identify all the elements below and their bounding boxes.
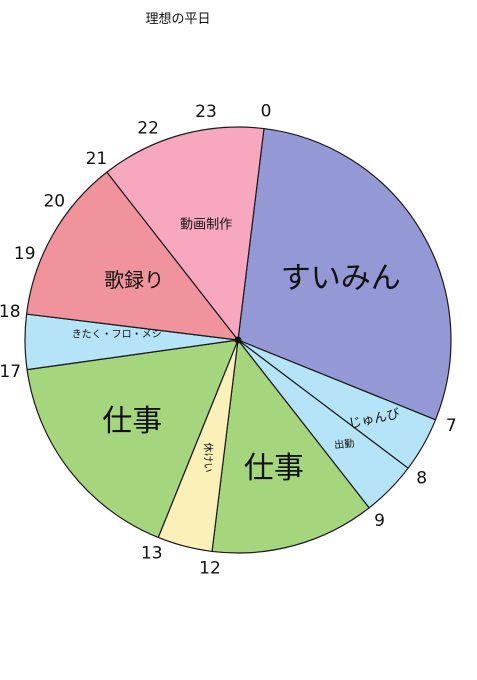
hour-labels: 0 7 8 9 12 13 17 18 19 20 21 22 23	[0, 102, 457, 579]
slice-label-commute: 出勤	[334, 436, 355, 451]
hour-label-0: 0	[261, 102, 272, 122]
slice-label-singing: 歌録り	[104, 268, 164, 292]
slice-label-work_pm: 仕事	[102, 404, 162, 439]
chart-title: 理想の平日	[145, 11, 210, 27]
hour-label-20: 20	[43, 192, 65, 212]
slice-label-sleep: すいみん	[281, 261, 401, 296]
hour-label-22: 22	[137, 118, 159, 138]
slice-label-home: きたく・フロ・メシ	[72, 329, 162, 341]
hour-label-18: 18	[0, 302, 21, 322]
pie-slices	[24, 126, 452, 554]
pie-slice-work_am	[211, 339, 370, 554]
slice-label-video: 動画制作	[180, 218, 232, 233]
hour-label-21: 21	[86, 149, 108, 169]
slice-label-work_am: 仕事	[244, 451, 304, 486]
hour-label-13: 13	[141, 543, 163, 563]
pie-slice-singing	[25, 171, 239, 341]
pie-slice-video	[106, 126, 265, 341]
pie-slice-work_pm	[26, 339, 239, 539]
slice-label-break: 休けい	[202, 443, 214, 473]
hour-label-8: 8	[416, 468, 427, 488]
hour-label-23: 23	[195, 102, 217, 122]
hour-label-17: 17	[0, 362, 21, 382]
hour-label-7: 7	[446, 416, 457, 436]
hour-label-12: 12	[199, 558, 221, 578]
hour-label-19: 19	[14, 244, 36, 264]
hour-label-9: 9	[374, 511, 385, 531]
pie-slice-sleep	[237, 127, 452, 421]
pie-center-dot	[234, 336, 242, 344]
